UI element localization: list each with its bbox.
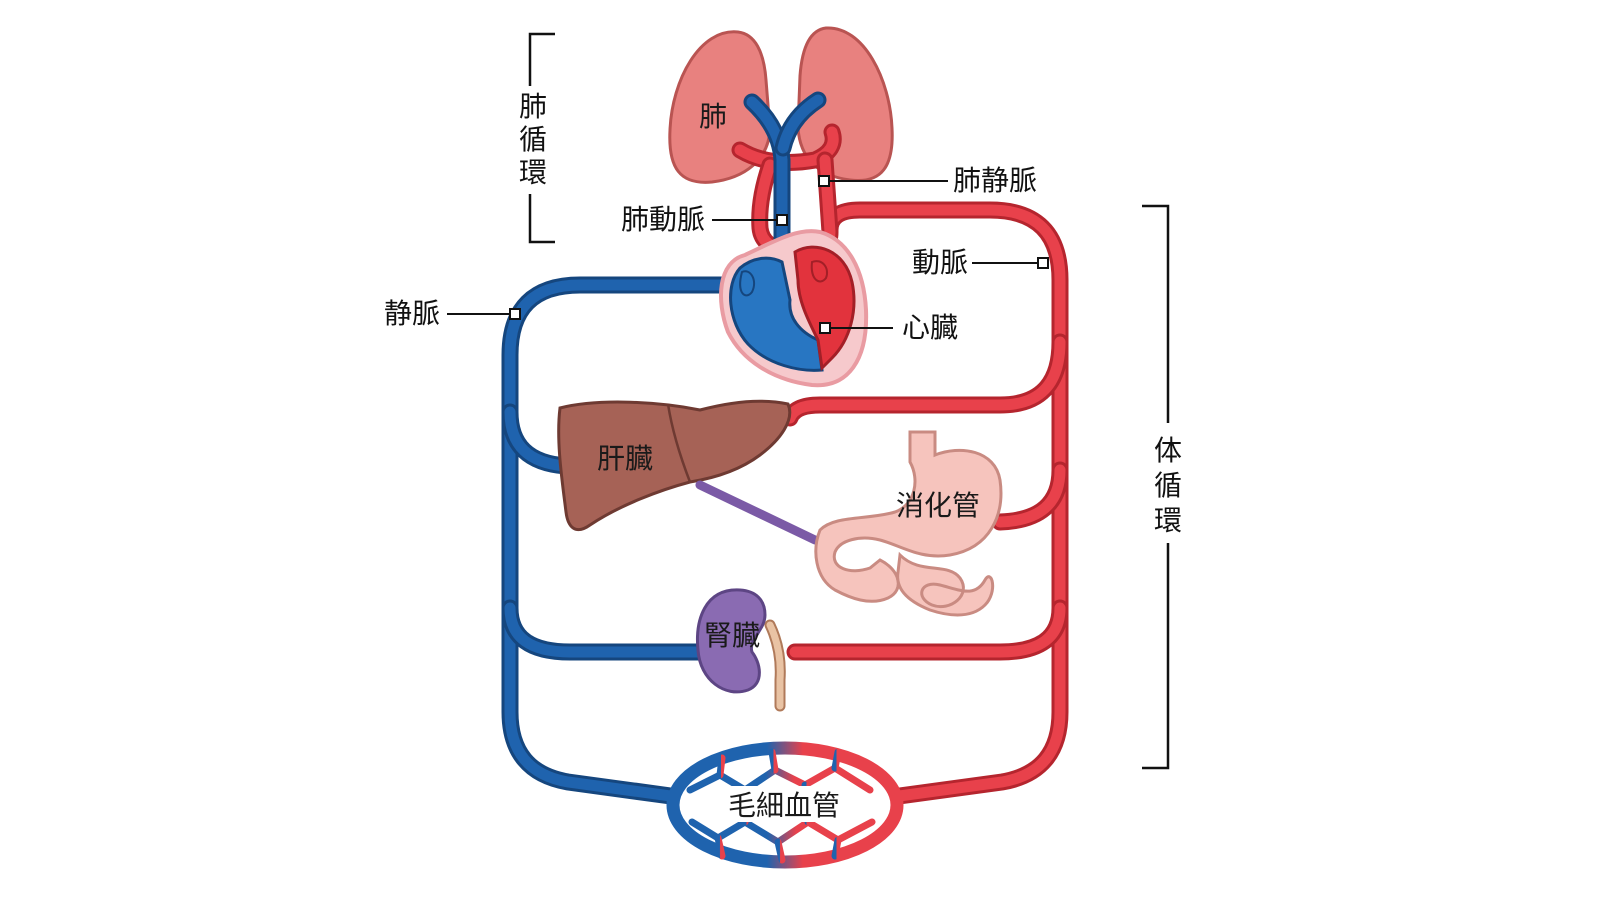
lung-label: 肺 bbox=[699, 100, 727, 133]
pulmonary-vein-label: 肺静脈 bbox=[953, 164, 1037, 197]
artery-label: 動脈 bbox=[912, 246, 968, 279]
stomach bbox=[814, 430, 1003, 603]
pulmonary-circulation-bracket: 肺 循 環 bbox=[515, 32, 555, 244]
left-heart-chambers bbox=[793, 245, 856, 372]
liver-label: 肝臓 bbox=[597, 442, 653, 475]
capillaries-label: 毛細血管 bbox=[728, 789, 840, 822]
systemic-circulation-char-2: 循 bbox=[1154, 469, 1182, 502]
pulmonary-circulation-char-1: 肺 bbox=[519, 90, 547, 123]
systemic-circulation-char-3: 環 bbox=[1154, 504, 1182, 537]
heart-label: 心臓 bbox=[902, 311, 958, 344]
pulmonary-circulation-char-2: 循 bbox=[519, 123, 547, 156]
artery-network bbox=[781, 201, 1069, 806]
systemic-circulation-char-1: 体 bbox=[1154, 434, 1182, 467]
intestine bbox=[896, 551, 995, 617]
heart bbox=[718, 229, 869, 388]
kidney: 腎臓 bbox=[696, 588, 786, 712]
capillary-bed: 毛細血管 bbox=[666, 741, 904, 869]
digestive-tract-label: 消化管 bbox=[896, 489, 980, 522]
portal-vein bbox=[695, 480, 820, 545]
kidney-label: 腎臓 bbox=[704, 619, 760, 652]
digestive-tract: 消化管 bbox=[814, 430, 1003, 617]
pulmonary-circulation-char-3: 環 bbox=[519, 156, 547, 189]
callouts bbox=[447, 175, 1049, 334]
systemic-circulation-bracket: 体 循 環 bbox=[1142, 204, 1186, 770]
main-vein bbox=[501, 276, 747, 806]
vein-network bbox=[501, 276, 747, 806]
vein-label: 静脈 bbox=[384, 297, 440, 330]
pulmonary-artery-label: 肺動脈 bbox=[621, 203, 705, 236]
liver: 肝臓 bbox=[557, 399, 792, 531]
